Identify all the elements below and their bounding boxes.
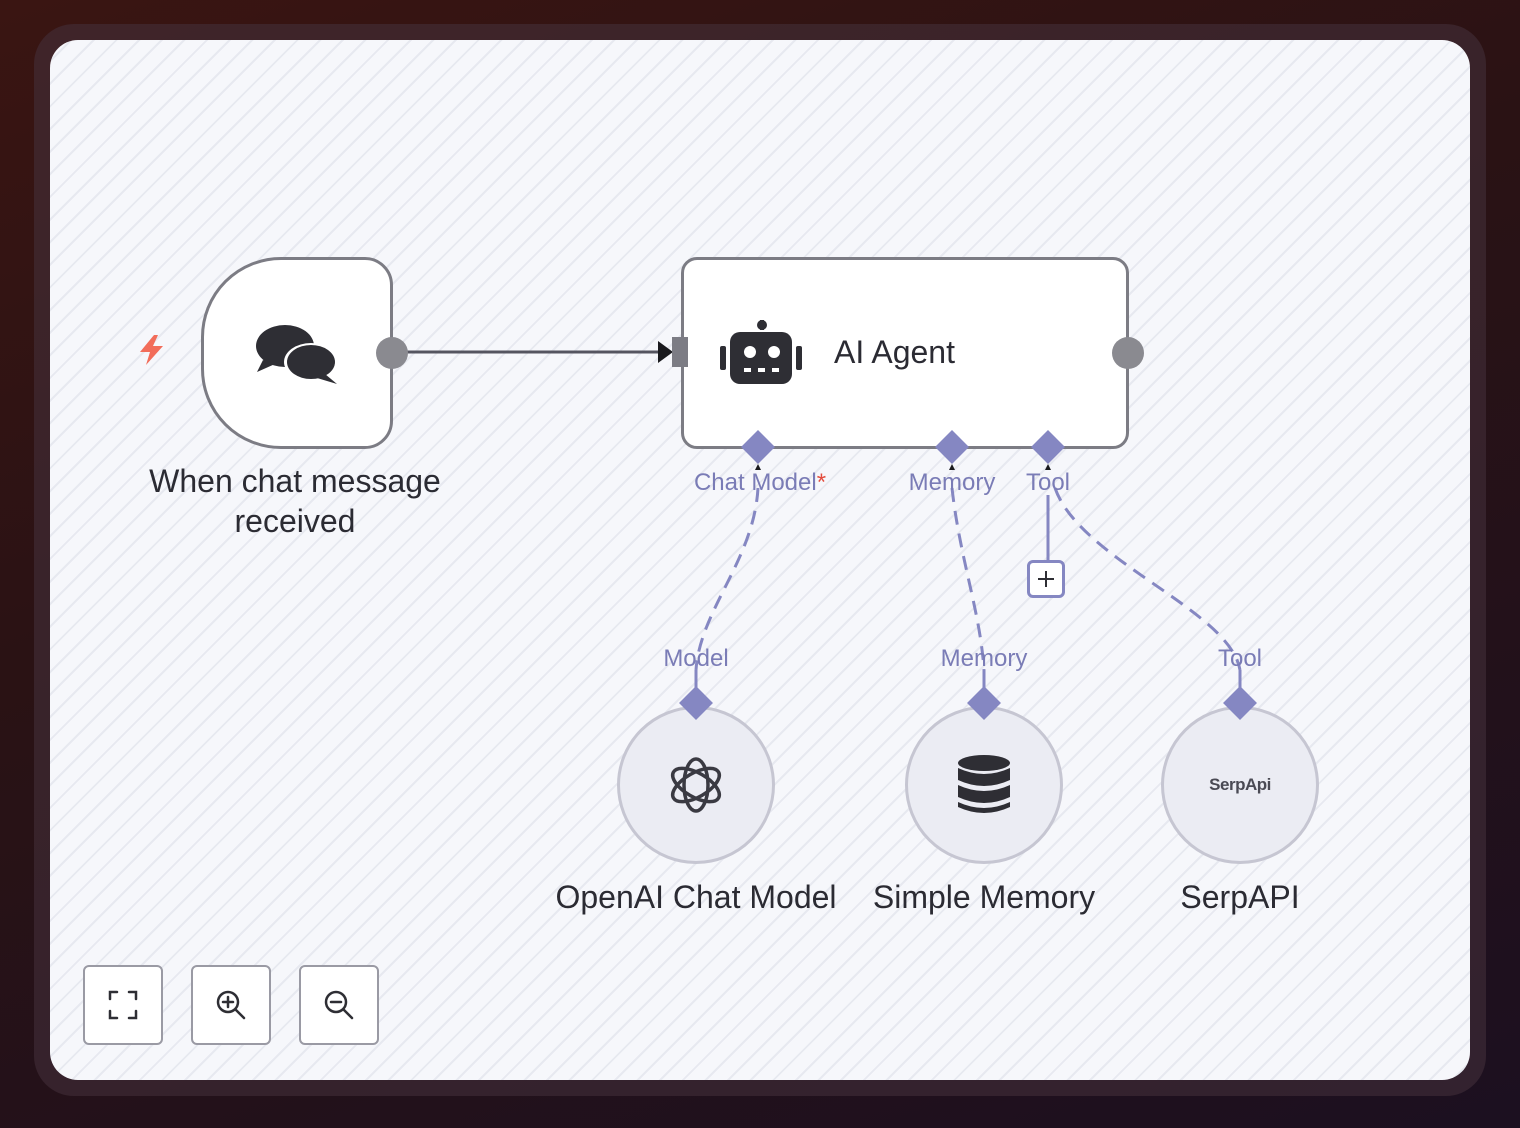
- serpapi-node[interactable]: SerpApi: [1161, 706, 1319, 864]
- model-input-port-label: Model: [663, 645, 729, 672]
- agent-memory-port[interactable]: [935, 430, 969, 464]
- chat-trigger-label-line1: When chat message: [149, 463, 441, 499]
- zoom-out-button[interactable]: [299, 965, 379, 1045]
- ai-agent-title: AI Agent: [834, 334, 955, 370]
- agent-input-port[interactable]: [672, 337, 690, 367]
- chat-model-port-text: Chat Model: [693, 469, 817, 496]
- agent-tool-port-label: Tool: [1025, 469, 1071, 496]
- database-icon: [958, 755, 1010, 813]
- trigger-bolt-icon: [140, 335, 163, 365]
- serpapi-logo: SerpApi: [1209, 775, 1271, 794]
- connections-layer: [392, 341, 1242, 695]
- chat-trigger-label-line2: received: [234, 503, 356, 539]
- port-tick: [949, 464, 955, 470]
- ai-agent-node[interactable]: AI Agent: [681, 257, 1129, 449]
- openai-chat-model-label: OpenAI Chat Model: [555, 879, 837, 915]
- serpapi-label: SerpAPI: [1180, 879, 1300, 915]
- memory-input-port[interactable]: [967, 686, 1001, 720]
- required-marker: *: [816, 469, 827, 496]
- trigger-output-port[interactable]: [375, 336, 409, 370]
- port-tick: [755, 464, 761, 470]
- tool-connection[interactable]: [1053, 487, 1242, 671]
- port-tick: [1045, 464, 1051, 470]
- plus-icon: [1038, 571, 1054, 587]
- openai-icon: [670, 757, 722, 813]
- add-tool-button[interactable]: [1027, 560, 1065, 598]
- chat-model-connection[interactable]: [694, 487, 760, 671]
- chat-trigger-label: When chat message received: [130, 461, 460, 541]
- memory-connection[interactable]: [950, 487, 986, 671]
- chat-bubbles-icon: [256, 325, 338, 384]
- agent-memory-port-label: Memory: [908, 469, 996, 496]
- connection-arrowhead: [658, 341, 673, 363]
- fit-view-button[interactable]: [83, 965, 163, 1045]
- tool-input-port-label: Tool: [1217, 645, 1263, 672]
- simple-memory-label: Simple Memory: [872, 879, 1096, 915]
- agent-chat-model-port-label: Chat Model*: [694, 469, 826, 497]
- memory-input-port-label: Memory: [940, 645, 1028, 672]
- zoom-in-icon: [216, 990, 246, 1020]
- fit-view-icon: [108, 990, 138, 1020]
- robot-icon: [720, 320, 802, 384]
- model-input-port[interactable]: [679, 686, 713, 720]
- zoom-out-icon: [324, 990, 354, 1020]
- chat-trigger-node[interactable]: [201, 257, 393, 449]
- tool-input-port[interactable]: [1223, 686, 1257, 720]
- workflow-canvas[interactable]: When chat message received AI Agent: [50, 40, 1470, 1080]
- simple-memory-node[interactable]: [905, 706, 1063, 864]
- agent-output-port[interactable]: [1111, 336, 1145, 370]
- agent-tool-port[interactable]: [1031, 430, 1065, 464]
- agent-chat-model-port[interactable]: [741, 430, 775, 464]
- openai-chat-model-node[interactable]: [617, 706, 775, 864]
- zoom-in-button[interactable]: [191, 965, 271, 1045]
